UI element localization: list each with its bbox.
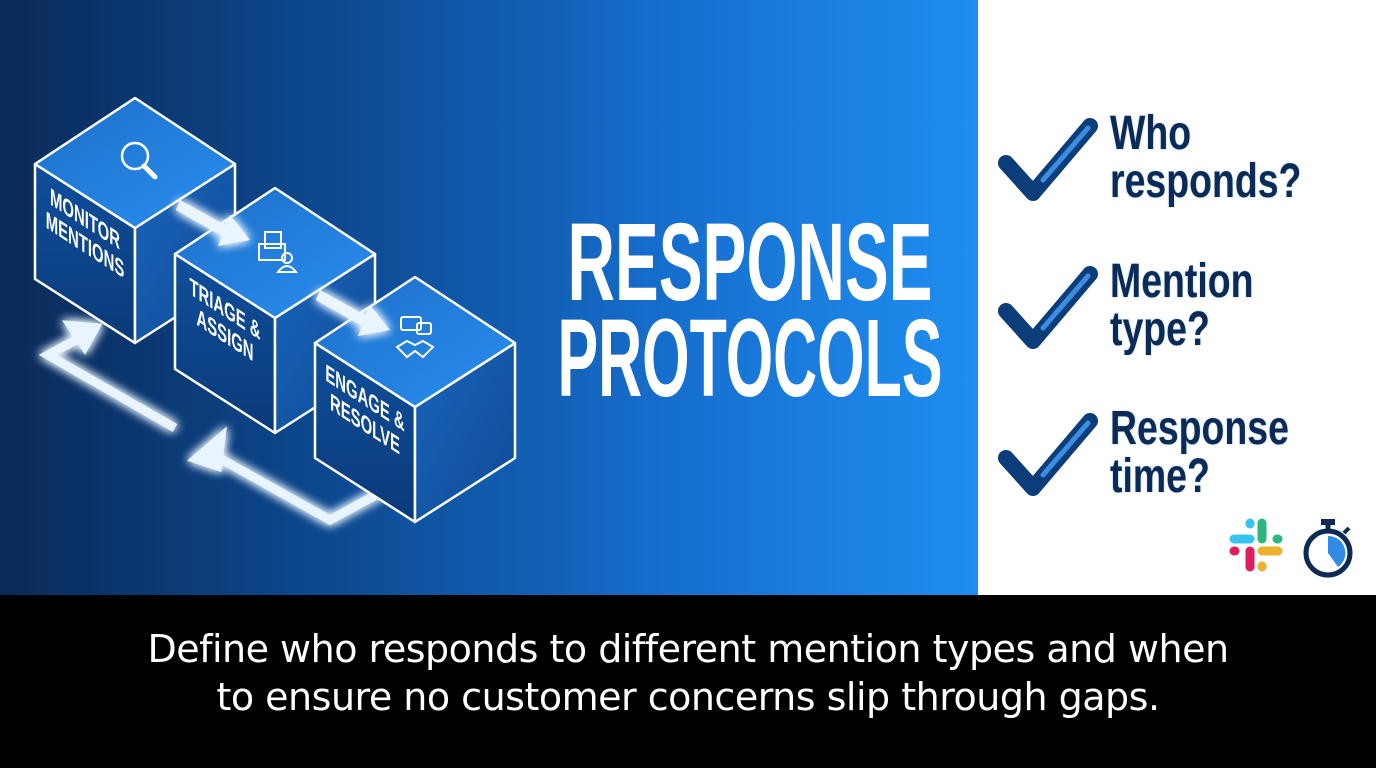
- cube-top-face: [173, 186, 377, 320]
- checklist-text: Mention: [1110, 255, 1254, 308]
- loop-arrow: [38, 320, 388, 526]
- checklist-text: type?: [1110, 303, 1210, 356]
- checklist-text: Response: [1110, 402, 1289, 455]
- caption-line-1: Define who responds to different mention…: [147, 627, 1229, 671]
- checkmark-icon: [998, 118, 1098, 201]
- chat-handshake-icon: [395, 316, 435, 359]
- inbox-person-icon: [258, 231, 299, 273]
- flow-arrow: [176, 200, 390, 336]
- process-step-1: MONITORMENTIONS: [33, 96, 237, 345]
- checkmark-icon: [998, 413, 1098, 496]
- process-step-3: ENGAGE &RESOLVE: [313, 275, 517, 524]
- checklist-text: responds?: [1110, 155, 1302, 208]
- app-icons: [1226, 515, 1356, 579]
- slack-logo-icon: [1229, 518, 1283, 572]
- checkmark-icon: [998, 266, 1098, 349]
- cube-top-face: [313, 275, 517, 409]
- title-line-1: RESPONSE: [568, 201, 933, 324]
- magnifier-icon: [120, 141, 158, 180]
- checklist-text: time?: [1110, 450, 1210, 503]
- checklist-text: Who: [1110, 107, 1192, 160]
- title-line-2: PROTOCOLS: [558, 297, 943, 410]
- caption-line-2: to ensure no customer concerns slip thro…: [216, 675, 1160, 719]
- stopwatch-icon: [1303, 519, 1353, 578]
- cube-top-face: [33, 96, 237, 230]
- process-step-2: TRIAGE &ASSIGN: [173, 186, 377, 435]
- caption-bar: Define who responds to different mention…: [0, 595, 1376, 768]
- page-title: RESPONSE PROTOCOLS: [558, 201, 943, 410]
